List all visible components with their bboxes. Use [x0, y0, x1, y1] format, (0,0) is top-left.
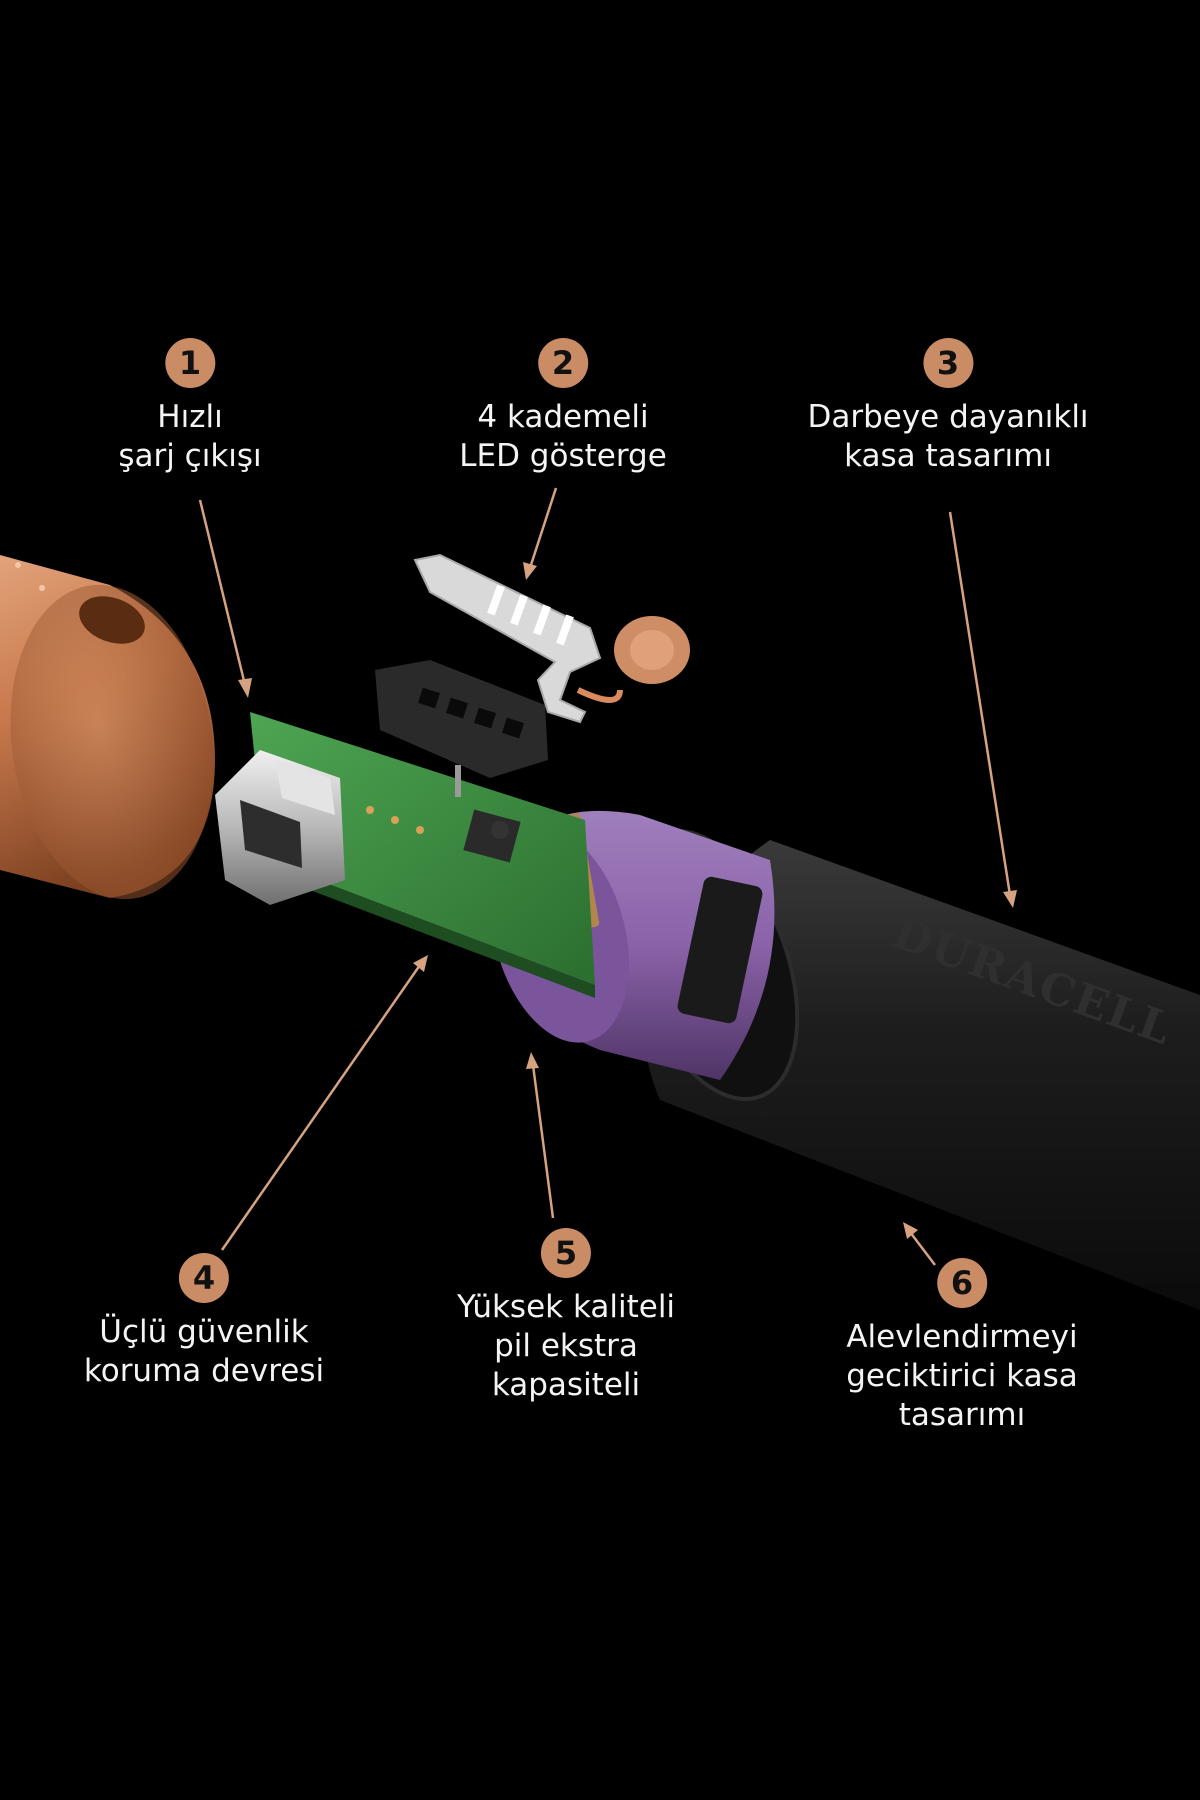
callout-label: Yüksek kaliteli pil ekstra kapasiteli	[456, 1289, 676, 1403]
callout-number-badge: 3	[923, 338, 973, 388]
callout-label: Hızlı şarj çıkışı	[118, 399, 262, 474]
led-light-guide	[413, 553, 690, 724]
callout-number-badge: 2	[538, 338, 588, 388]
leader-line-3	[948, 511, 1012, 896]
leader-line-2	[528, 487, 558, 569]
callout-label: 4 kademeli LED gösterge	[459, 399, 667, 474]
leader-line-4	[220, 964, 422, 1251]
leader-line-1	[198, 499, 247, 686]
callout-2-led-indicator: 2 4 kademeli LED gösterge	[459, 338, 667, 476]
leader-arrowhead-2	[523, 562, 537, 580]
leader-arrowhead-6	[903, 1222, 918, 1239]
leader-line-6	[909, 1231, 936, 1266]
callout-number-badge: 1	[164, 338, 215, 388]
leader-line-5	[531, 1064, 555, 1219]
leader-lines	[198, 487, 1017, 1266]
leader-arrowhead-4	[413, 955, 428, 972]
callout-5-high-quality-cell: 5 Yüksek kaliteli pil ekstra kapasiteli	[457, 1228, 675, 1405]
callout-6-flame-retardant-case: 6 Alevlendirmeyi geciktirici kasa tasarı…	[846, 1258, 1078, 1435]
led-connector	[375, 660, 548, 797]
leader-arrowhead-3	[1003, 890, 1017, 908]
copper-end-cap	[0, 555, 215, 900]
callout-label: Üçlü güvenlik koruma devresi	[83, 1314, 325, 1389]
callout-number-badge: 6	[936, 1258, 987, 1308]
callout-label: Darbeye dayanıklı kasa tasarımı	[807, 399, 1089, 474]
usb-port	[215, 750, 345, 905]
callout-label: Alevlendirmeyi geciktirici kasa tasarımı	[846, 1319, 1078, 1433]
callout-3-impact-resistant-case: 3 Darbeye dayanıklı kasa tasarımı	[807, 338, 1089, 476]
callout-number-badge: 5	[541, 1228, 591, 1278]
callout-number-badge: 4	[179, 1253, 229, 1303]
leader-arrowhead-1	[238, 678, 252, 698]
callout-4-protection-circuit: 4 Üçlü güvenlik koruma devresi	[84, 1253, 324, 1391]
leader-arrowhead-5	[526, 1052, 539, 1069]
callout-1-fast-charge-output: 1 Hızlı şarj çıkışı	[118, 338, 262, 476]
